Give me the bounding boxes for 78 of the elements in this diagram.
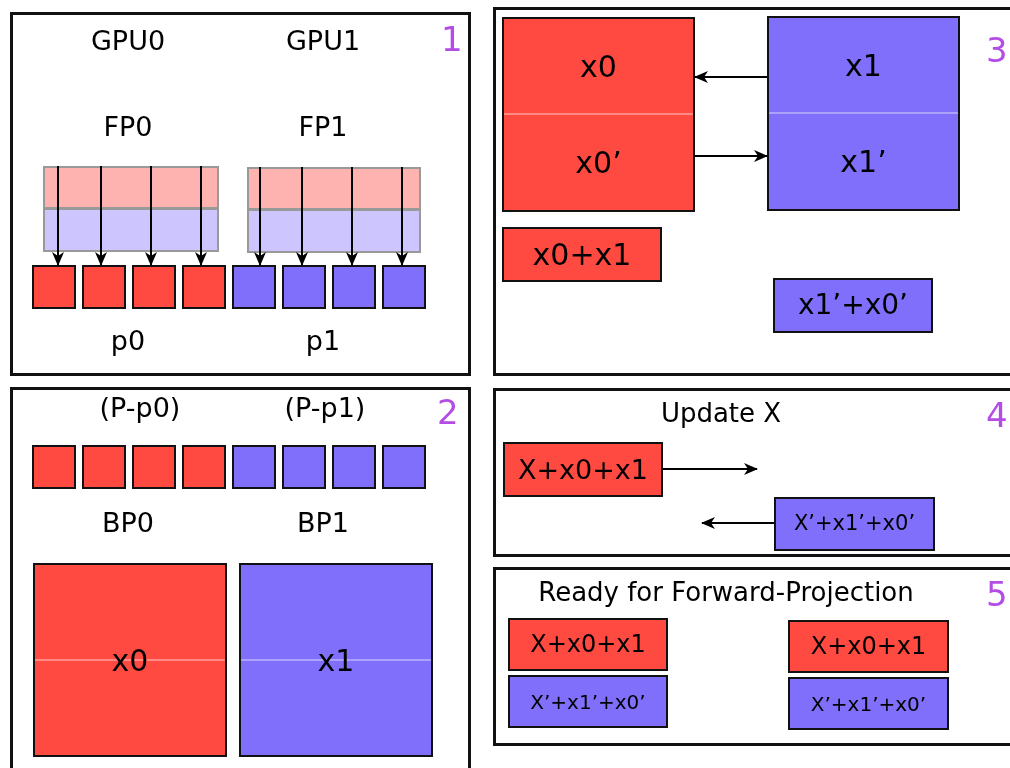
block-label: X’+x1’+x0’ [793, 512, 916, 536]
arrow [701, 517, 775, 529]
block-label: X+x0+x1 [517, 454, 649, 485]
column-heading: GPU0 [89, 26, 167, 56]
arrow [95, 165, 107, 266]
arrow [694, 150, 768, 162]
projection-cell [32, 445, 76, 489]
projection-cell [132, 265, 176, 309]
column-heading: FP0 [102, 112, 154, 142]
arrow [296, 166, 308, 266]
data-block [502, 227, 662, 282]
data-block [33, 563, 227, 757]
projection-band [43, 166, 219, 252]
projection-cell [332, 445, 376, 489]
column-heading: BP0 [101, 508, 155, 538]
projection-cell [32, 265, 76, 309]
step-panel [493, 388, 1010, 557]
projection-cell [382, 265, 426, 309]
step-number: 4 [986, 397, 1008, 435]
projection-band [247, 167, 421, 253]
step-number: 1 [441, 21, 463, 59]
block-label: X’+x1’+x0’ [810, 692, 927, 715]
arrow [254, 166, 266, 266]
arrow [662, 463, 758, 475]
column-heading: p0 [109, 326, 147, 356]
data-block [508, 618, 668, 671]
projection-cell [282, 445, 326, 489]
arrow [195, 165, 207, 266]
step-panel [10, 12, 471, 376]
column-heading: GPU1 [284, 26, 362, 56]
data-block [773, 278, 933, 333]
column-heading: FP1 [297, 112, 349, 142]
panel-title: Update X [659, 399, 783, 428]
column-heading: (P-p1) [283, 393, 367, 423]
column-heading: (P-p0) [98, 393, 182, 423]
arrow [52, 165, 64, 266]
arrow [145, 165, 157, 266]
step-panel [10, 387, 471, 768]
projection-cell [282, 265, 326, 309]
data-block [774, 497, 935, 551]
block-label: x0 [580, 50, 617, 84]
projection-cell [382, 445, 426, 489]
step-panel [493, 567, 1010, 746]
column-heading: p1 [304, 326, 342, 356]
data-block [239, 563, 433, 757]
block-label: x0+x1 [532, 238, 632, 271]
block-label: X’+x1’+x0’ [530, 690, 646, 713]
data-block [788, 677, 949, 730]
data-block [503, 442, 663, 497]
projection-cell [82, 445, 126, 489]
step-panel [493, 7, 1010, 376]
panel-title: Ready for Forward-Projection [537, 578, 915, 607]
block-label: X+x0+x1 [530, 631, 646, 658]
block-label: x1’ [840, 144, 887, 178]
arrow [694, 71, 768, 83]
block-label: x1’+x0’ [798, 290, 908, 321]
block-label: X+x0+x1 [810, 633, 927, 660]
data-block [502, 17, 695, 212]
arrow [396, 166, 408, 266]
step-number: 2 [437, 394, 459, 432]
projection-cell [182, 445, 226, 489]
arrow [346, 166, 358, 266]
column-heading: BP1 [296, 508, 350, 538]
projection-cell [82, 265, 126, 309]
data-block [508, 675, 668, 728]
step-number: 5 [986, 576, 1008, 614]
block-label: x0’ [575, 145, 622, 179]
projection-cell [332, 265, 376, 309]
projection-cell [132, 445, 176, 489]
data-block [788, 620, 949, 673]
block-label: x0 [111, 643, 149, 677]
projection-cell [182, 265, 226, 309]
data-block [767, 16, 960, 211]
block-label: x1 [845, 49, 882, 83]
block-label: x1 [317, 643, 355, 677]
projection-cell [232, 265, 276, 309]
step-number: 3 [986, 32, 1008, 70]
projection-cell [232, 445, 276, 489]
